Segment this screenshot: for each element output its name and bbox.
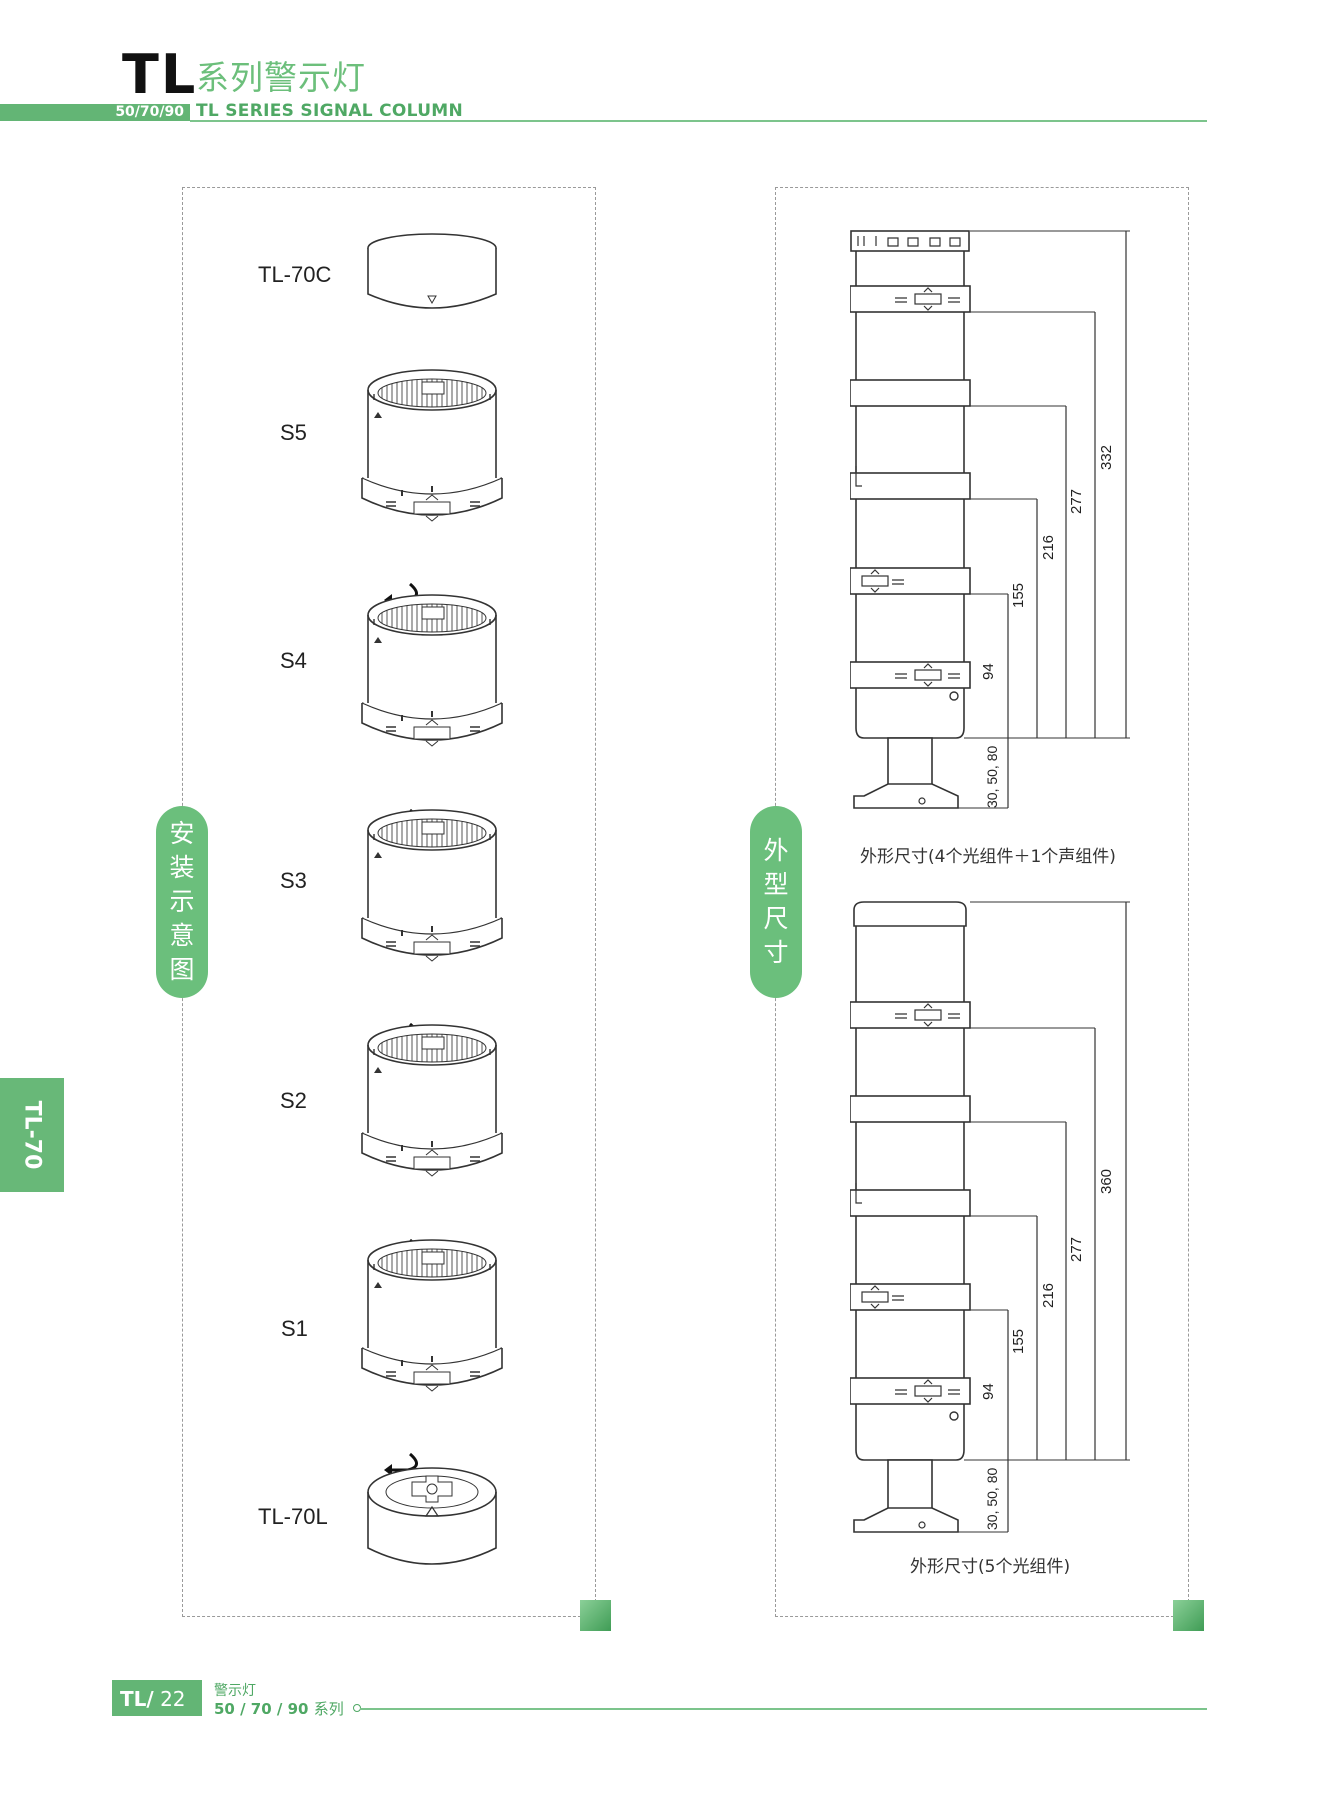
- dim-label-top-4: 94: [980, 663, 997, 680]
- component-label-s3: S3: [280, 868, 307, 893]
- footer-title-cn: 警示灯: [214, 1683, 256, 1699]
- component-label-s5: S5: [280, 420, 307, 445]
- header-badge: 50/70/90: [115, 104, 184, 120]
- pill-char: 安: [169, 819, 195, 848]
- pill-char: 寸: [763, 938, 789, 967]
- footer-series: 50 / 70 / 90 系列: [214, 1698, 344, 1719]
- pill-char: 意: [169, 921, 195, 950]
- dim-label-top-3: 155: [1010, 582, 1027, 608]
- dim-label-top-2: 216: [1040, 534, 1057, 560]
- header-rule: [190, 120, 1207, 122]
- header-title-en: TL SERIES SIGNAL COLUMN: [196, 101, 464, 121]
- component-label-s1: S1: [281, 1316, 308, 1341]
- footer-page-number: 22: [160, 1687, 186, 1711]
- component-label-tl70c: TL-70C: [258, 262, 332, 287]
- component-label-s4: S4: [280, 648, 307, 673]
- header-brand: TL: [122, 43, 198, 106]
- dim-label-bottom-3: 155: [1010, 1328, 1027, 1354]
- component-label-tl70l: TL-70L: [258, 1504, 328, 1529]
- dimension-drawing-top: [850, 230, 1130, 809]
- dim-label-top-0: 332: [1098, 444, 1115, 470]
- footer-rule: [360, 1708, 1207, 1710]
- footer-series-numbers: 50 / 70 / 90: [214, 1700, 309, 1718]
- dim-label-bottom-1: 277: [1068, 1236, 1085, 1262]
- footer-series-cn: 系列: [313, 1700, 344, 1718]
- caption-bottom-drawing: 外形尺寸(5个光组件): [910, 1557, 1071, 1577]
- header-badge-bar: 50/70/90: [0, 104, 190, 121]
- dim-label-bottom-2: 216: [1040, 1282, 1057, 1308]
- component-label-s2: S2: [280, 1088, 307, 1113]
- dim-label-bottom-5: 30, 50, 80: [984, 1467, 1000, 1530]
- footer-brand: TL: [120, 1687, 147, 1711]
- header-title-cn: 系列警示灯: [196, 58, 366, 97]
- dim-label-top-5: 30, 50, 80: [984, 745, 1000, 808]
- pill-char: 型: [763, 870, 789, 899]
- dimension-drawing-bottom: [850, 901, 1130, 1533]
- side-tab: TL-70: [0, 1078, 64, 1192]
- footer-page-box: TL/ 22: [112, 1680, 202, 1716]
- pill-char: 图: [169, 955, 195, 984]
- exploded-assembly-drawing: [361, 233, 503, 1565]
- pill-char: 外: [763, 836, 789, 865]
- pill-char: 尺: [763, 904, 789, 933]
- dimensions-pill: 外 型 尺 寸: [750, 806, 802, 998]
- dim-label-bottom-0: 360: [1098, 1168, 1115, 1194]
- side-tab-label: TL-70: [19, 1100, 45, 1170]
- dim-label-top-1: 277: [1068, 488, 1085, 514]
- panel-corner-left: [580, 1600, 611, 1631]
- pill-char: 装: [169, 853, 195, 882]
- caption-top-drawing: 外形尺寸(4个光组件＋1个声组件): [860, 847, 1116, 867]
- dim-label-bottom-4: 94: [980, 1383, 997, 1400]
- panel-corner-right: [1173, 1600, 1204, 1631]
- footer-slash: /: [146, 1687, 154, 1711]
- installation-pill: 安 装 示 意 图: [156, 806, 208, 998]
- pill-char: 示: [169, 887, 195, 916]
